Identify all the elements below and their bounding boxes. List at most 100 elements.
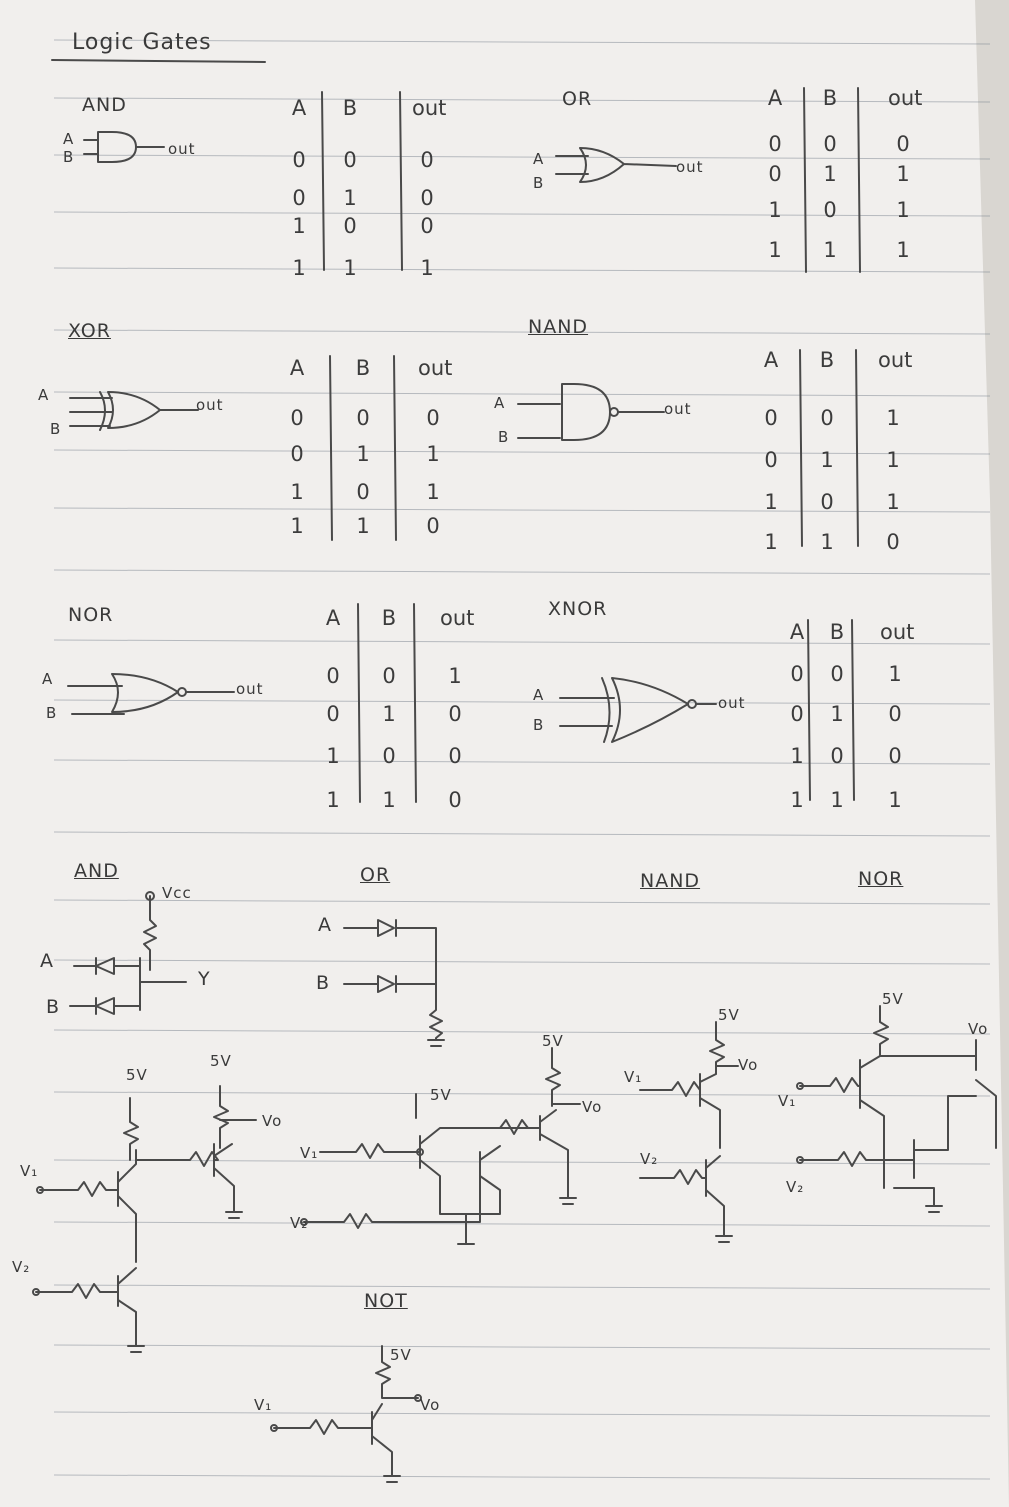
tor-v1: V₁ bbox=[300, 1144, 319, 1162]
or-table-header-out: out bbox=[888, 86, 923, 110]
nor-gate-label: NOR bbox=[68, 604, 114, 626]
and-table-cell: 1 bbox=[292, 214, 306, 238]
ruled-line bbox=[53, 1344, 991, 1350]
tor-5v-1: 5V bbox=[430, 1086, 452, 1104]
tnand-5v: 5V bbox=[718, 1006, 740, 1024]
diode-or-circuit bbox=[343, 919, 445, 1047]
ruled-line bbox=[53, 39, 991, 45]
xor-table-cell: 0 bbox=[356, 480, 370, 504]
or-table-divider bbox=[857, 87, 861, 273]
xor-table-cell: 0 bbox=[290, 442, 304, 466]
ruled-line bbox=[53, 699, 991, 705]
vcc-terminal bbox=[145, 891, 155, 901]
xor-table-divider bbox=[329, 355, 333, 541]
circuit-nor-label: NOR bbox=[858, 868, 904, 890]
tnand-v2: V₂ bbox=[640, 1150, 659, 1168]
xnor-table-cell: 1 bbox=[830, 702, 844, 726]
and-pin-a: A bbox=[63, 130, 75, 148]
tnot-v1: V₁ bbox=[254, 1396, 273, 1414]
tnor-v1: V₁ bbox=[778, 1092, 797, 1110]
tor-v2: V₂ bbox=[290, 1214, 309, 1232]
circuit-or-label: OR bbox=[360, 864, 391, 886]
nor-table-cell: 1 bbox=[382, 788, 396, 812]
nand-table-cell: 1 bbox=[886, 406, 900, 430]
or-table-cell: 0 bbox=[768, 162, 782, 186]
nor-table-cell: 0 bbox=[382, 664, 396, 688]
or-table-cell: 1 bbox=[823, 162, 837, 186]
ruled-line bbox=[53, 569, 991, 575]
tnot-vo: Vo bbox=[420, 1396, 441, 1414]
xnor-table-cell: 0 bbox=[888, 702, 902, 726]
nand-table-cell: 1 bbox=[764, 490, 778, 514]
tnand-vo: Vo bbox=[738, 1056, 759, 1074]
nand-bubble bbox=[609, 407, 619, 417]
tand-vo: Vo bbox=[262, 1112, 283, 1130]
xor-gate-symbol bbox=[69, 391, 199, 431]
nor-table-cell: 0 bbox=[448, 702, 462, 726]
or-pin-a: A bbox=[533, 150, 545, 168]
tnor-vo: Vo bbox=[968, 1020, 989, 1038]
nand-pin-a: A bbox=[494, 394, 506, 412]
circuit-not-label: NOT bbox=[364, 1290, 408, 1312]
tand-v1: V₁ bbox=[20, 1162, 39, 1180]
nand-table-header-b: B bbox=[819, 348, 835, 372]
title-underline bbox=[51, 59, 266, 63]
diode-and-pin-y: Y bbox=[198, 968, 211, 990]
nand-table-cell: 0 bbox=[820, 406, 834, 430]
tor-5v-2: 5V bbox=[542, 1032, 564, 1050]
ruled-line bbox=[53, 831, 991, 837]
ruled-line bbox=[53, 391, 991, 397]
and-pin-b: B bbox=[63, 148, 75, 166]
xnor-table-cell: 0 bbox=[830, 662, 844, 686]
nand-table-cell: 1 bbox=[886, 448, 900, 472]
nand-gate-symbol bbox=[517, 383, 665, 441]
ruled-line bbox=[53, 97, 991, 103]
transistor-nor-circuit bbox=[799, 1005, 997, 1213]
and-table-header-b: B bbox=[342, 96, 358, 120]
or-table-divider bbox=[803, 87, 807, 273]
xnor-pin-b: B bbox=[533, 716, 545, 734]
and-table-cell: 0 bbox=[292, 148, 306, 172]
or-table-header-a: A bbox=[767, 86, 783, 110]
nor-pin-b: B bbox=[46, 704, 58, 722]
and-table-header-out: out bbox=[412, 96, 447, 120]
xor-table-cell: 1 bbox=[426, 480, 440, 504]
tnand-v1: V₁ bbox=[624, 1068, 643, 1086]
nand-table-cell: 0 bbox=[764, 448, 778, 472]
nor-table-cell: 0 bbox=[448, 744, 462, 768]
xnor-gate-symbol bbox=[559, 677, 717, 743]
terminal-node bbox=[796, 1082, 804, 1090]
and-table-cell: 1 bbox=[420, 256, 434, 280]
xnor-table-cell: 0 bbox=[888, 744, 902, 768]
xor-table-cell: 0 bbox=[426, 406, 440, 430]
tor-vo: Vo bbox=[582, 1098, 603, 1116]
nor-table-divider bbox=[357, 603, 361, 803]
and-table-cell: 0 bbox=[343, 214, 357, 238]
diode-and-pin-a: A bbox=[40, 950, 54, 972]
ruled-line bbox=[53, 507, 991, 513]
xor-table-header-a: A bbox=[289, 356, 305, 380]
and-table-cell: 0 bbox=[420, 186, 434, 210]
or-pin-out: out bbox=[676, 158, 704, 176]
nand-table-header-out: out bbox=[878, 348, 913, 372]
circuit-nand-label: NAND bbox=[640, 870, 701, 892]
ruled-line bbox=[53, 1411, 991, 1417]
nand-gate-label: NAND bbox=[528, 316, 589, 338]
xor-table-header-b: B bbox=[355, 356, 371, 380]
tand-5v-2: 5V bbox=[210, 1052, 232, 1070]
and-table-cell: 1 bbox=[343, 186, 357, 210]
nor-table-header-out: out bbox=[440, 606, 475, 630]
and-table-divider bbox=[321, 91, 325, 271]
xnor-table-divider bbox=[807, 619, 811, 801]
or-gate-label: OR bbox=[562, 88, 593, 110]
xnor-table-header-a: A bbox=[789, 620, 805, 644]
ruled-line bbox=[53, 759, 991, 765]
ruled-line bbox=[53, 1159, 991, 1165]
or-table-cell: 1 bbox=[768, 198, 782, 222]
nor-table-header-b: B bbox=[381, 606, 397, 630]
nor-table-cell: 1 bbox=[326, 744, 340, 768]
transistor-not-circuit bbox=[273, 1345, 419, 1483]
diode-and-diode-a bbox=[73, 957, 141, 975]
and-table-cell: 0 bbox=[343, 148, 357, 172]
